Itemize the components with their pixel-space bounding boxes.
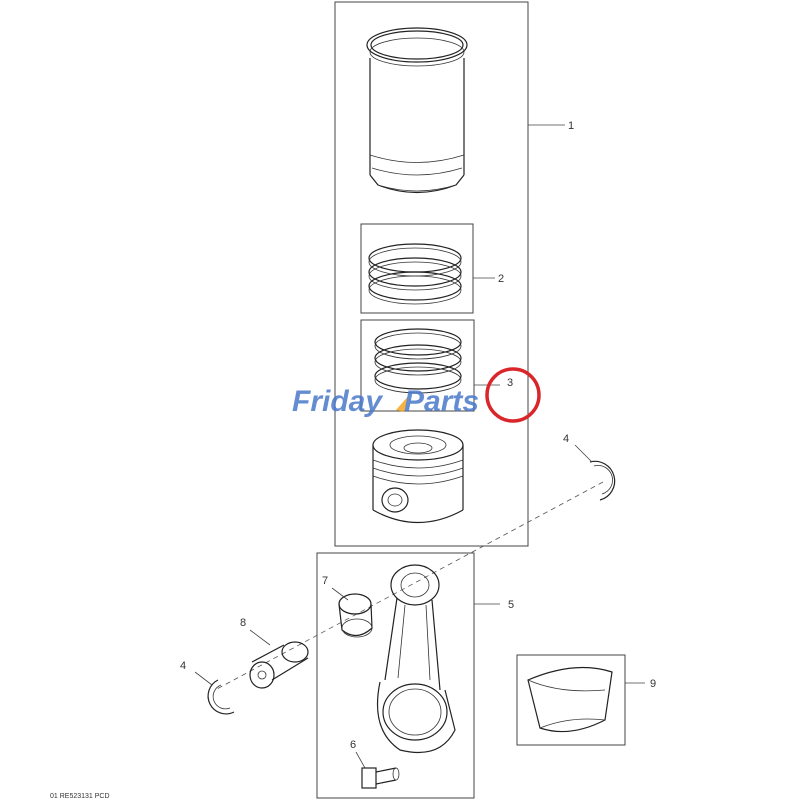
snap-ring-lower bbox=[207, 679, 235, 715]
pin-axis bbox=[214, 481, 604, 691]
leader-line-7 bbox=[331, 587, 349, 601]
callout-6: 6 bbox=[350, 739, 356, 751]
cylinder-liner bbox=[366, 27, 468, 194]
watermark-text-1: Friday bbox=[292, 385, 383, 418]
drawing-code: 01 RE523131 PCD bbox=[50, 793, 110, 800]
piston-pin bbox=[249, 641, 309, 689]
callout-7: 7 bbox=[322, 575, 328, 587]
callout-3: 3 bbox=[507, 377, 513, 389]
watermark-text-2: Parts bbox=[404, 385, 479, 418]
piston-ring-set-frame bbox=[360, 223, 474, 314]
callout-2: 2 bbox=[498, 273, 504, 285]
connecting-rod-bearing bbox=[527, 666, 613, 733]
piston-assembly-frame bbox=[360, 319, 475, 412]
callout-4-upper: 4 bbox=[563, 433, 569, 445]
callout-8: 8 bbox=[240, 617, 246, 629]
leader-line-8 bbox=[249, 629, 271, 646]
piston-ring-set bbox=[368, 243, 462, 305]
callout-4-lower: 4 bbox=[180, 660, 186, 672]
leader-line-6 bbox=[355, 751, 366, 769]
bearing-frame bbox=[516, 654, 626, 746]
pin-bushing bbox=[338, 593, 373, 638]
callout-5: 5 bbox=[508, 599, 514, 611]
highlight-circle bbox=[485, 367, 541, 423]
leader-line-4-upper bbox=[574, 444, 593, 463]
callout-9: 9 bbox=[650, 678, 656, 690]
snap-ring-upper bbox=[589, 460, 616, 501]
cylinder-group-frame bbox=[334, 1, 529, 547]
connecting-rod bbox=[376, 564, 456, 754]
leader-line-4-lower bbox=[194, 671, 213, 686]
piston-rings bbox=[374, 328, 462, 394]
watermark-accent bbox=[396, 394, 410, 412]
connecting-rod-frame bbox=[316, 552, 475, 799]
watermark-logo: Friday Parts bbox=[292, 385, 479, 418]
rod-bolt bbox=[361, 767, 400, 789]
callout-1: 1 bbox=[568, 120, 574, 132]
piston bbox=[372, 429, 464, 524]
